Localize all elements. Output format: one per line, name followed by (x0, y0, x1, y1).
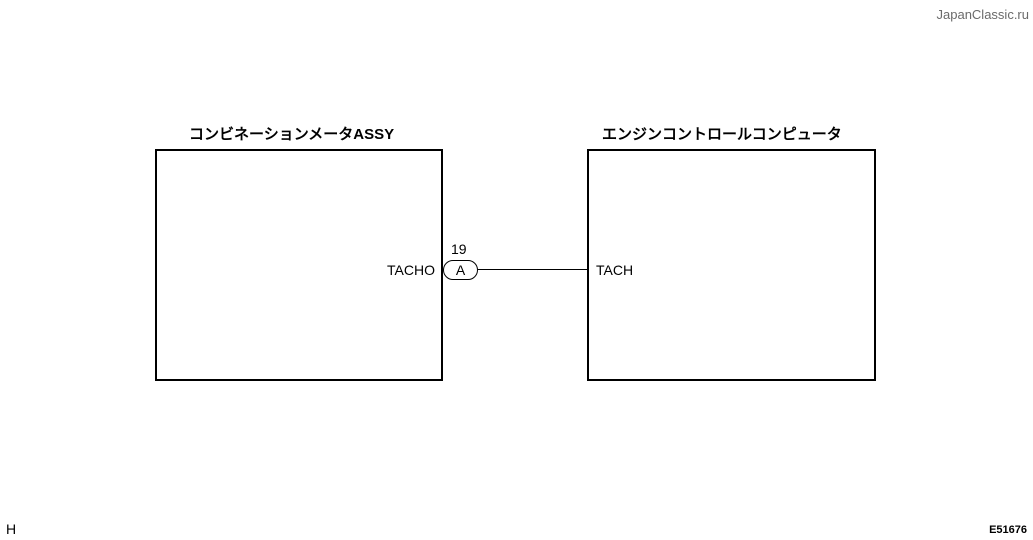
combination-meter-box (155, 149, 443, 381)
engine-computer-title: エンジンコントロールコンピュータ (602, 126, 842, 143)
connector-code: A (455, 262, 466, 278)
signal-wire (478, 269, 587, 270)
engine-computer-box (587, 149, 876, 381)
corner-letter: H (6, 521, 17, 537)
figure-id: E51676 (989, 524, 1027, 536)
watermark-text: JapanClassic.ru (936, 7, 1030, 22)
connector-symbol: A (443, 260, 478, 280)
tacho-pin-label: TACHO (387, 262, 435, 278)
tach-pin-label: TACH (596, 262, 634, 278)
connector-pin-number: 19 (451, 241, 467, 257)
combination-meter-title: コンビネーションメータASSY (189, 126, 395, 143)
